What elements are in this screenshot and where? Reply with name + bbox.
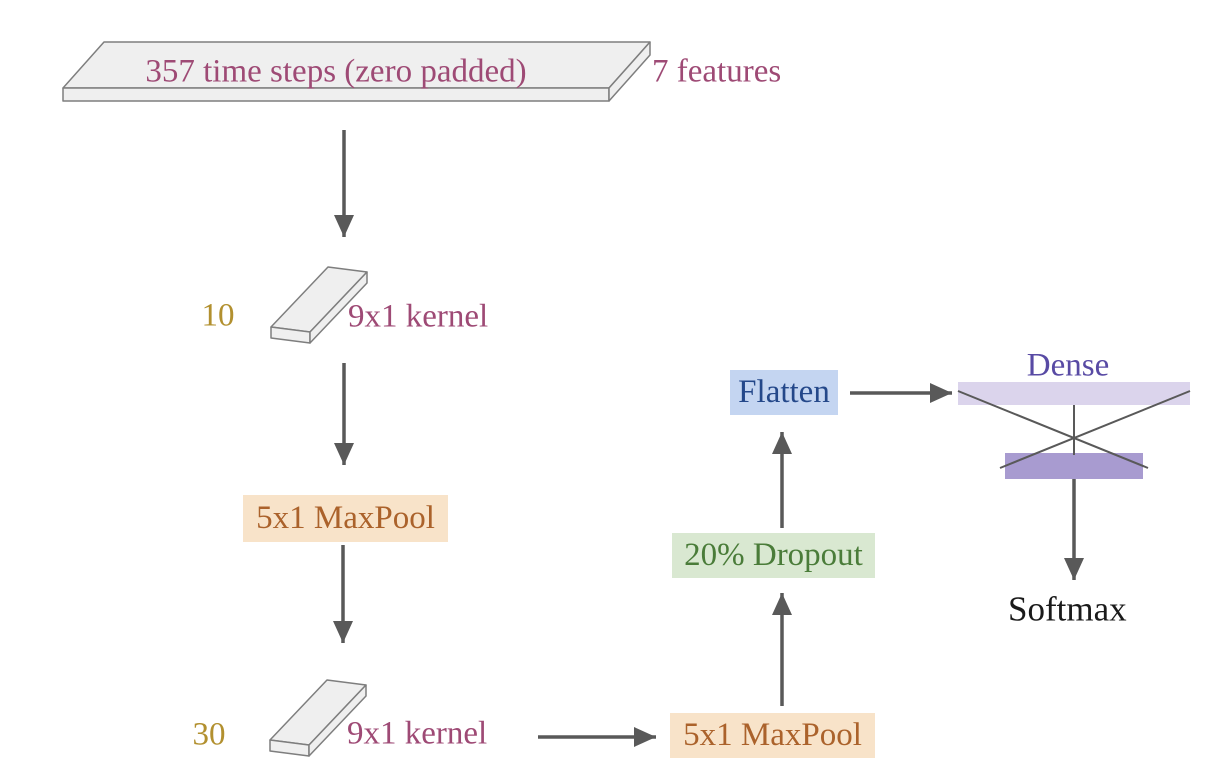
dropout-label: 20% Dropout bbox=[672, 533, 875, 578]
maxpool2-label: 5x1 MaxPool bbox=[670, 713, 875, 758]
flatten-label: Flatten bbox=[730, 370, 838, 415]
dense-label: Dense bbox=[1026, 347, 1110, 384]
input-features-label: 7 features bbox=[652, 53, 782, 90]
softmax-label: Softmax bbox=[1008, 589, 1127, 629]
dense-connection-lines bbox=[957, 390, 1191, 469]
conv2-filter-count: 30 bbox=[192, 716, 226, 753]
conv1-kernel-label: 9x1 kernel bbox=[348, 298, 489, 335]
conv2-kernel-label: 9x1 kernel bbox=[347, 715, 488, 752]
input-timesteps-label: 357 time steps (zero padded) bbox=[145, 53, 527, 90]
conv1-filter-count: 10 bbox=[201, 297, 235, 334]
maxpool1-label: 5x1 MaxPool bbox=[243, 495, 448, 542]
conv2-kernel-slab-icon bbox=[269, 679, 367, 757]
input-tensor-slab-icon bbox=[62, 41, 651, 102]
conv1-kernel-slab-icon bbox=[270, 266, 368, 344]
